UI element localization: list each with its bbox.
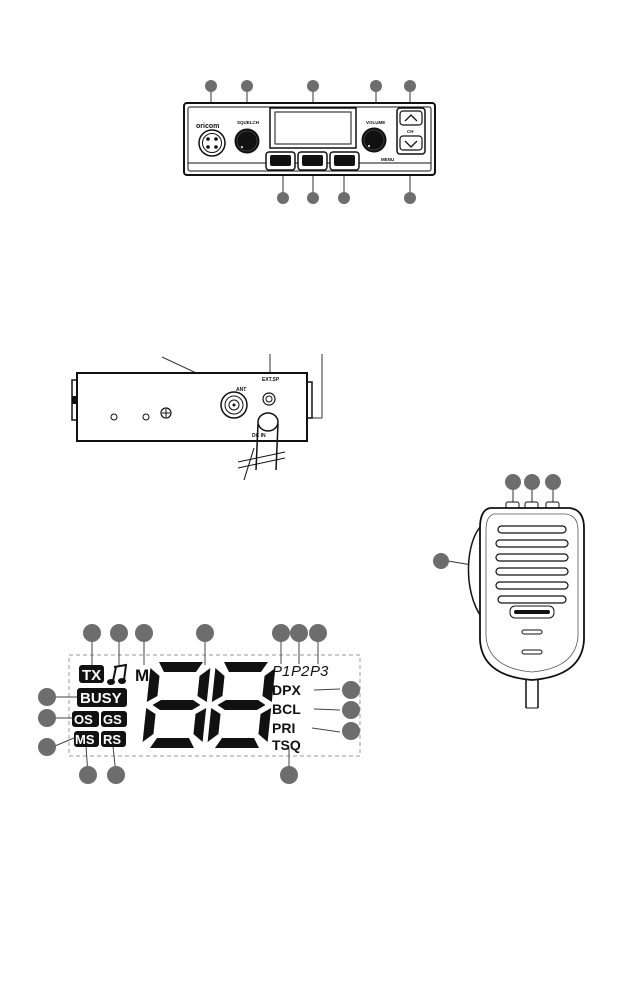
mic-socket — [199, 130, 225, 156]
callout-dot — [241, 80, 253, 92]
callout-dot — [404, 192, 416, 204]
p2-indicator: P2 — [291, 663, 310, 680]
callout-dot — [83, 624, 101, 642]
callout-dot — [309, 624, 327, 642]
callout-dot — [280, 766, 298, 784]
brand-logo: oricom — [196, 123, 219, 130]
callout-dot — [338, 192, 350, 204]
squelch-label: SQUELCH — [237, 120, 259, 125]
menu-label: MENU — [381, 157, 394, 162]
callout-dot — [505, 474, 521, 490]
p3-indicator: P3 — [310, 663, 329, 680]
volume-label: VOLUME — [366, 120, 385, 125]
callout-dot — [342, 701, 360, 719]
callout-dot — [290, 624, 308, 642]
pri-indicator: PRI — [272, 720, 295, 736]
bcl-indicator: BCL — [272, 701, 301, 717]
callout-dot — [342, 722, 360, 740]
ext-sp-label: EXT.SP — [262, 377, 280, 383]
ext-speaker-jack — [263, 393, 275, 405]
p1-indicator: P1 — [272, 663, 290, 680]
gs-label: GS — [103, 712, 122, 727]
front-panel: oricom SQUELCH VOLUME MENU CH — [184, 80, 435, 204]
callout-dot — [272, 624, 290, 642]
lcd-display: TX M BUSY OS GS MS RS — [38, 624, 360, 784]
screw-icon — [161, 408, 171, 418]
callout-dot — [433, 553, 449, 569]
busy-label: BUSY — [80, 690, 122, 707]
ch-label: CH — [407, 129, 414, 134]
callout-dot — [38, 738, 56, 756]
digit-1 — [142, 662, 211, 748]
callout-dot — [110, 624, 128, 642]
rs-label: RS — [103, 732, 121, 747]
squelch-knob[interactable] — [235, 129, 259, 153]
callout-dot — [342, 681, 360, 699]
callout-dot — [545, 474, 561, 490]
music-note-icon — [108, 665, 126, 684]
callout-dot — [404, 80, 416, 92]
channel-digits — [142, 662, 276, 748]
volume-knob[interactable] — [362, 128, 386, 152]
tsq-indicator: TSQ — [272, 737, 301, 753]
callout-dot — [307, 192, 319, 204]
os-label: OS — [74, 712, 93, 727]
callout-dot — [277, 192, 289, 204]
callout-dot — [307, 80, 319, 92]
dpx-indicator: DPX — [272, 682, 301, 698]
tx-label: TX — [82, 667, 101, 684]
callout-dot — [79, 766, 97, 784]
ms-label: MS — [75, 732, 95, 747]
ch-up-button[interactable] — [400, 111, 422, 125]
callout-dot — [38, 709, 56, 727]
antenna-connector — [221, 392, 247, 418]
rear-panel: ANT EXT.SP DC IN — [72, 354, 322, 480]
callout-dot — [196, 624, 214, 642]
digit-2 — [207, 662, 276, 748]
dc-in-label: DC IN — [252, 433, 266, 439]
memory-indicator: M — [135, 666, 149, 685]
callout-dot — [370, 80, 382, 92]
callout-dot — [38, 688, 56, 706]
callout-dot — [205, 80, 217, 92]
callout-dot — [524, 474, 540, 490]
front-display — [270, 108, 356, 148]
microphone — [433, 474, 584, 708]
callout-dot — [107, 766, 125, 784]
callout-dot — [135, 624, 153, 642]
